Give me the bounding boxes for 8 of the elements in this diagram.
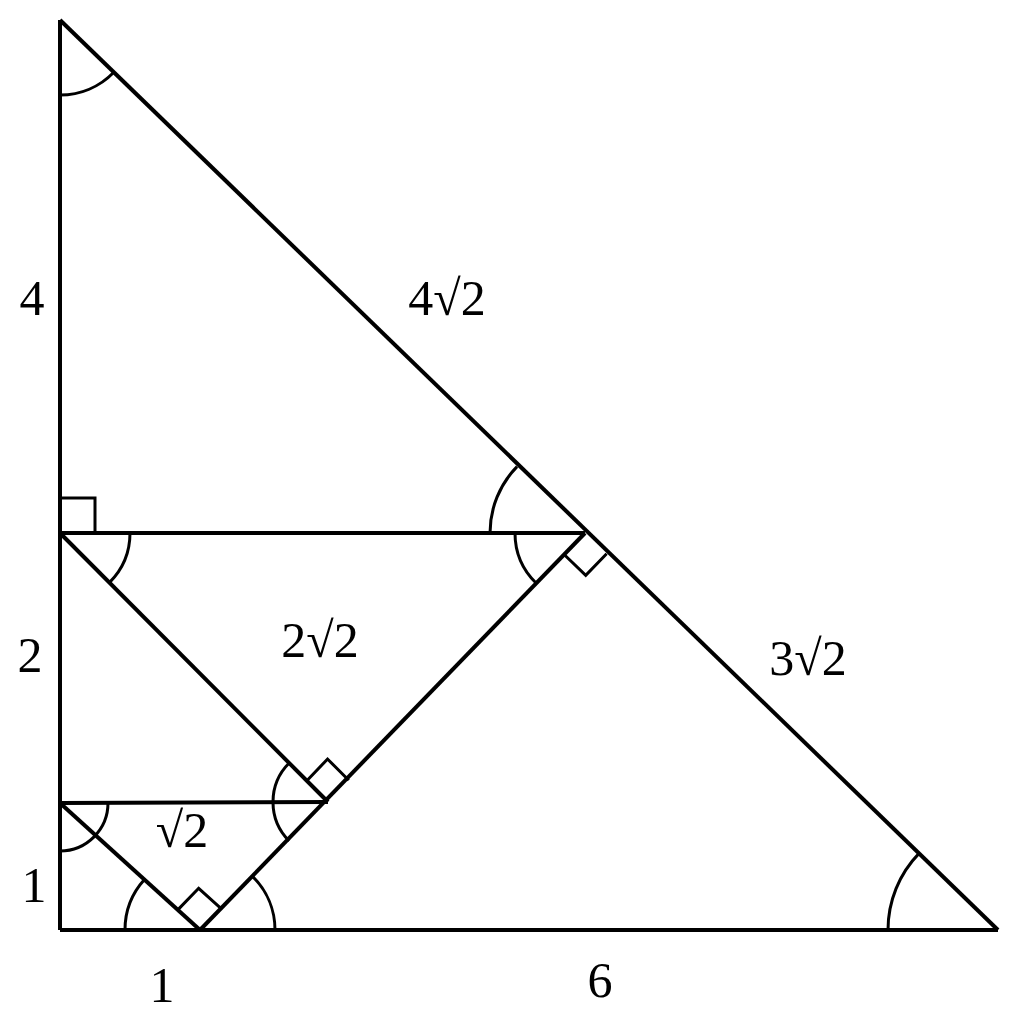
side-length-label: 6 xyxy=(587,955,613,1005)
side-length-label: 2 xyxy=(17,630,43,680)
side-length-label: 2√2 xyxy=(281,615,359,665)
side-length-label: 4 xyxy=(19,273,45,323)
side-length-label: 4√2 xyxy=(408,273,486,323)
side-length-label: 1 xyxy=(149,960,175,1010)
side-length-label: 3√2 xyxy=(769,633,847,683)
side-length-label: 1 xyxy=(21,860,47,910)
